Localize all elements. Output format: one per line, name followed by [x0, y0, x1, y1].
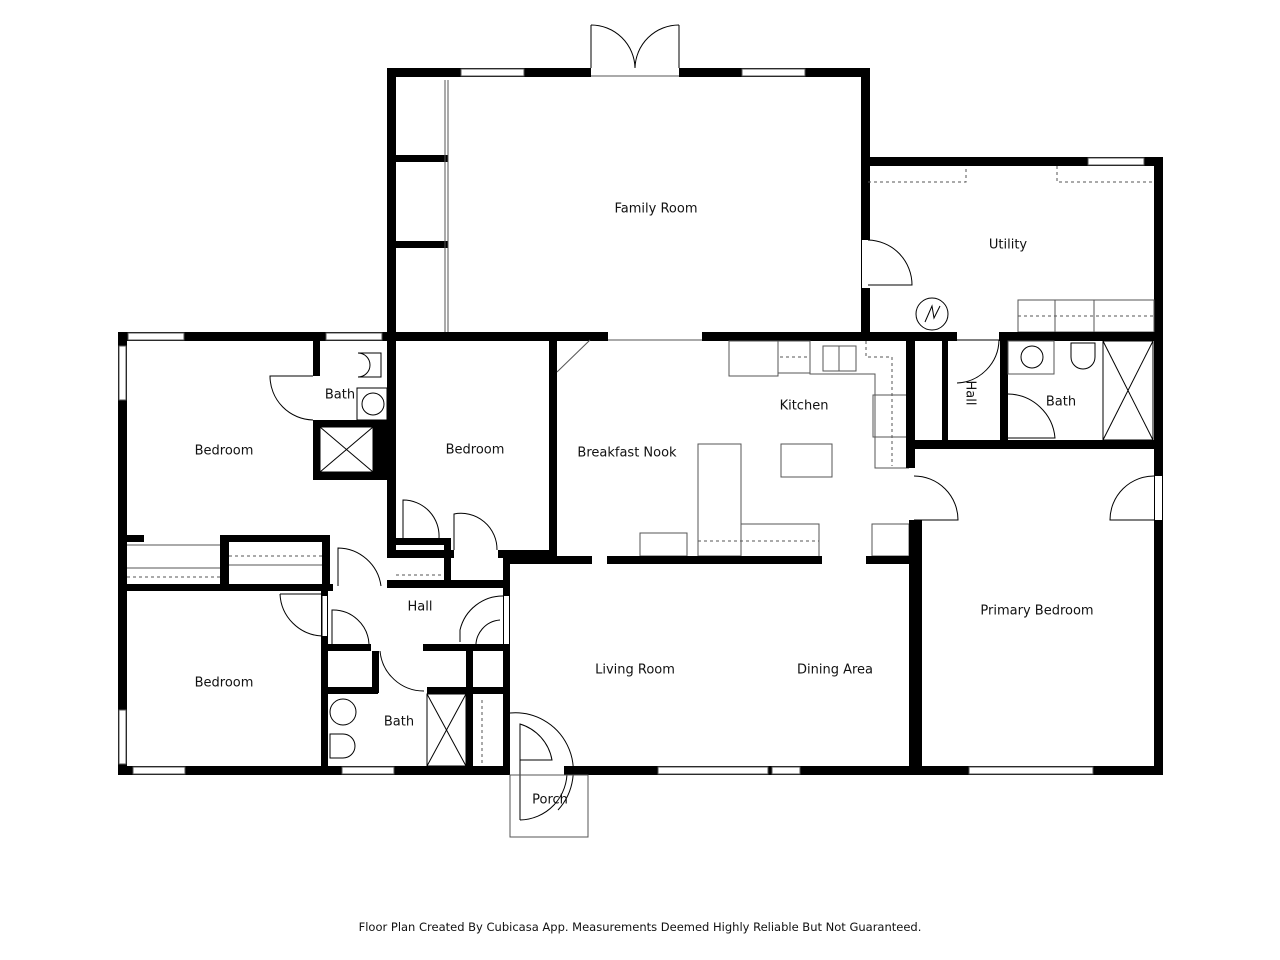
room-label-bath-east: Bath	[1045, 394, 1077, 410]
east-bath-walls	[909, 339, 1163, 521]
family-room-windows	[460, 68, 806, 77]
footer-disclaimer: Floor Plan Created By Cubicasa App. Meas…	[358, 920, 922, 934]
room-label-utility: Utility	[988, 237, 1028, 253]
hall-sw-bath-walls	[279, 556, 510, 775]
room-label-hall: Hall	[407, 599, 433, 615]
middle-bedroom-walls	[337, 332, 557, 588]
middle-wall	[118, 332, 1163, 341]
room-label-porch: Porch	[532, 792, 568, 808]
french-door-icon	[590, 24, 680, 69]
entry-door-porch	[509, 712, 589, 838]
closet-block	[118, 535, 333, 591]
room-label-family-room: Family Room	[614, 201, 698, 217]
room-label-living-room: Living Room	[595, 662, 675, 678]
room-label-bedroom-mid: Bedroom	[445, 442, 505, 458]
west-bedroom-walls	[269, 332, 396, 558]
room-label-breakfast-nook: Breakfast Nook	[577, 445, 677, 461]
kitchen-fixtures	[556, 339, 910, 557]
utility-walls	[861, 157, 1163, 775]
room-label-bedroom-sw: Bedroom	[194, 675, 254, 691]
outer-walls	[118, 332, 1163, 775]
room-label-bath-sw: Bath	[383, 714, 415, 730]
room-label-kitchen: Kitchen	[779, 398, 829, 414]
room-label-primary-bedroom: Primary Bedroom	[980, 603, 1094, 619]
kitchen-walls	[506, 332, 959, 775]
room-label-bath-ne: Bath	[324, 387, 356, 403]
room-label-hall-east: Hall	[962, 380, 978, 406]
room-label-dining-area: Dining Area	[796, 662, 874, 678]
room-label-bedroom-w: Bedroom	[194, 443, 254, 459]
